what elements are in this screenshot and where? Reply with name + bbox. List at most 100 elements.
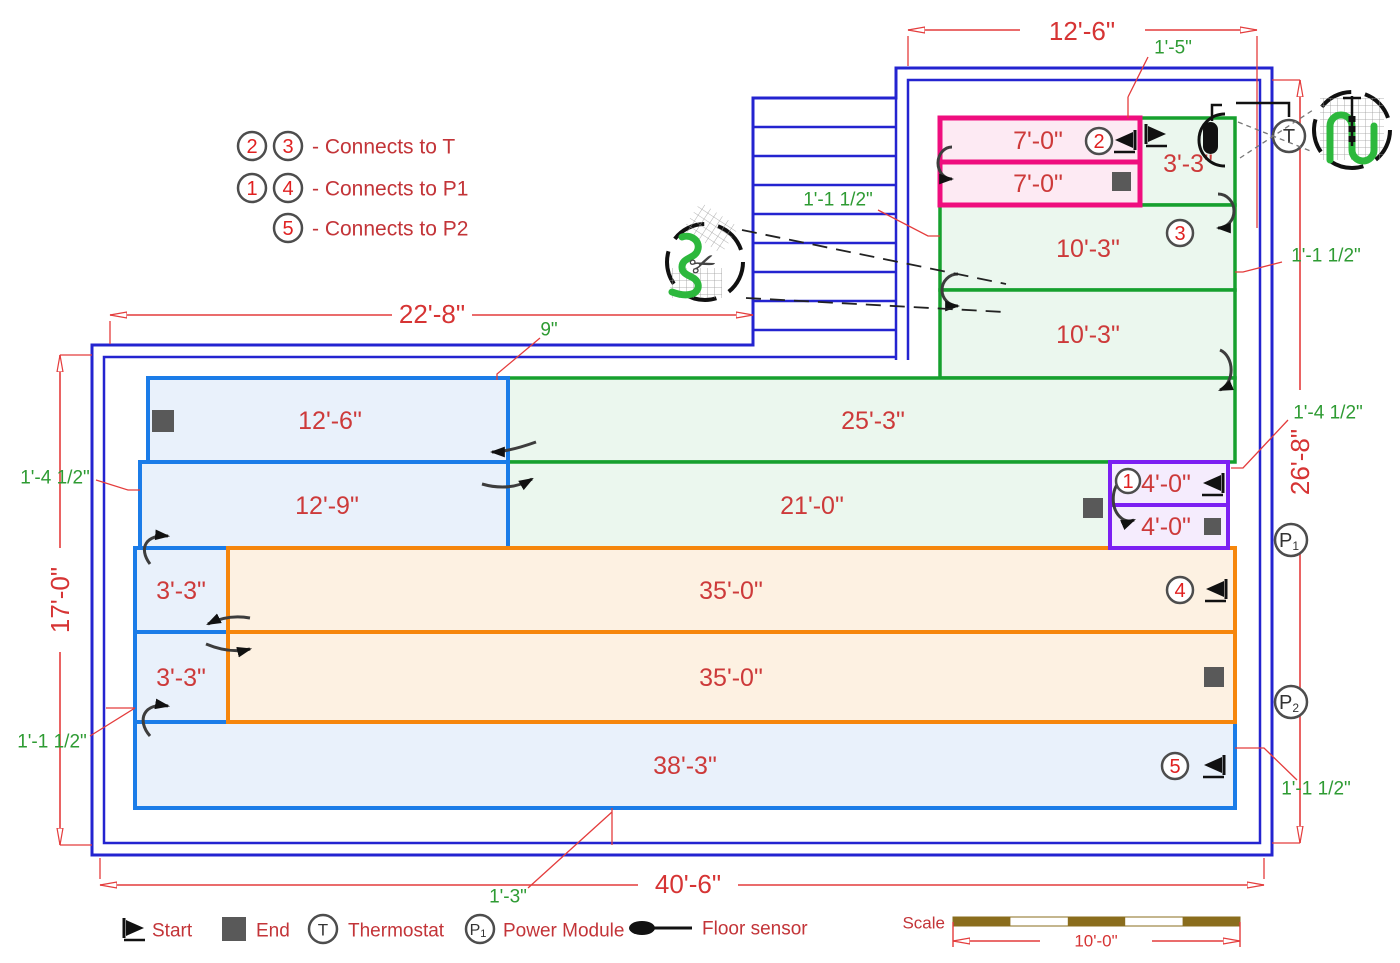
svg-text:3: 3 <box>282 136 293 158</box>
offset-right-gap-lower: 1'-1 1/2" <box>1281 779 1351 800</box>
scale-length: 10'-0" <box>1074 932 1117 951</box>
dimension-lines <box>60 30 1300 885</box>
zone-label-blue-cell2: 3'-3" <box>156 664 206 692</box>
zone-label-blue1: 12'-6" <box>298 407 362 435</box>
legend-top: 2 3 - Connects to T 1 4 - Connects to P1… <box>236 130 468 244</box>
floor-sensor-plan <box>1197 101 1314 168</box>
svg-text:5: 5 <box>282 218 293 240</box>
zone-labels: 7'-0" 7'-0" 3'-3" 10'-3" 10'-3" 25'-3" 2… <box>156 127 1213 780</box>
scale-bar: Scale 10'-0" <box>902 914 1241 951</box>
zone-label-blue2: 12'-9" <box>295 492 359 520</box>
dim-bottom-width: 40'-6" <box>655 869 721 899</box>
zone-label-green2: 10'-3" <box>1056 321 1120 349</box>
dim-upper-width: 22'-8" <box>399 299 465 329</box>
offset-leaders <box>89 56 1298 889</box>
start-end-markers <box>152 122 1228 779</box>
zone-label-blue-cell1: 3'-3" <box>156 577 206 605</box>
svg-text:2: 2 <box>1093 131 1104 153</box>
device-markers: T P1 P2 <box>1271 118 1309 720</box>
zone-blue-row1 <box>146 376 510 464</box>
zone-label-green4: 21'-0" <box>780 492 844 520</box>
dim-left-height: 17'-0" <box>45 567 75 633</box>
zone-blue-row3 <box>133 720 1237 810</box>
svg-text:2: 2 <box>246 136 257 158</box>
circuit-badges: 2 3 1 4 5 <box>1084 126 1195 781</box>
legend-thermostat-icon <box>307 913 339 945</box>
svg-text:5: 5 <box>1169 756 1180 778</box>
zone-orange-row2 <box>226 630 1237 724</box>
svg-text:- Connects to P2: - Connects to P2 <box>312 218 468 241</box>
svg-text:- Connects to P1: - Connects to P1 <box>312 178 468 201</box>
offset-stairs-gap: 1'-1 1/2" <box>803 190 873 211</box>
circuit-badge-3: 3 <box>1165 218 1195 248</box>
zone-label-pink1: 7'-0" <box>1013 127 1063 155</box>
svg-text:1: 1 <box>246 178 257 200</box>
legend-floor-sensor-label: Floor sensor <box>702 919 808 940</box>
zone-label-orange1: 35'-0" <box>699 577 763 605</box>
zone-label-pink2: 7'-0" <box>1013 170 1063 198</box>
svg-text:- Connects to T: - Connects to T <box>312 136 455 159</box>
svg-text:P2: P2 <box>1279 692 1299 715</box>
zone-label-blue3: 38'-3" <box>653 752 717 780</box>
heating-zones <box>133 115 1237 810</box>
zone-orange-row1 <box>226 546 1237 634</box>
svg-text:1: 1 <box>1122 471 1133 493</box>
svg-text:4: 4 <box>282 178 293 200</box>
building-walls <box>90 66 1274 857</box>
circuit-badge-2: 2 <box>1084 126 1114 156</box>
offset-bottom-gap: 1'-3" <box>489 887 527 908</box>
cut-detail-icon: ✂ <box>665 202 745 302</box>
legend-power-module-icon <box>464 913 496 945</box>
offset-left-gap: 1'-4 1/2" <box>20 468 90 489</box>
svg-text:P1: P1 <box>470 922 487 941</box>
legend-top-row3: 5 - Connects to P2 <box>272 212 468 244</box>
legend-bottom: Start End T Thermostat P1 Power Module F… <box>122 913 808 945</box>
legend-top-row1: 2 3 - Connects to T <box>236 130 455 162</box>
svg-text:P1: P1 <box>1279 530 1299 553</box>
zone-label-purple2: 4'-0" <box>1141 513 1191 541</box>
legend-end-label: End <box>256 921 290 942</box>
svg-text:3: 3 <box>1174 223 1185 245</box>
circuit-badge-5: 5 <box>1160 751 1190 781</box>
legend-thermostat-label: Thermostat <box>348 921 445 942</box>
legend-start-icon <box>122 916 147 942</box>
offset-left-gap-lower: 1'-1 1/2" <box>17 732 87 753</box>
mat-detail-icon <box>1312 90 1392 170</box>
legend-end-icon <box>222 917 246 941</box>
offset-top-gap: 1'-5" <box>1154 38 1192 59</box>
zone-green-row3 <box>506 376 1237 464</box>
cut-wire-icon <box>668 232 702 299</box>
offset-nine: 9" <box>540 320 557 341</box>
zone-label-green3: 25'-3" <box>841 407 905 435</box>
end-square-orange-icon <box>1204 667 1224 687</box>
legend-floor-sensor-icon <box>629 921 655 935</box>
zone-label-green-cell: 3'-3" <box>1163 150 1213 178</box>
cut-detail-leaders <box>741 229 1007 313</box>
zone-green-row1 <box>938 203 1237 292</box>
legend-top-row2: 1 4 - Connects to P1 <box>236 172 468 204</box>
mat-turn-arrows <box>141 145 1236 737</box>
end-square-green4-icon <box>1083 498 1103 518</box>
end-square-pink-icon <box>1112 172 1131 191</box>
circuit-badge-4: 4 <box>1165 575 1195 605</box>
zone-label-green1: 10'-3" <box>1056 235 1120 263</box>
offset-right-gap-mid: 1'-4 1/2" <box>1293 403 1363 424</box>
svg-text:T: T <box>318 921 328 940</box>
legend-power-module-label: Power Module <box>503 921 624 942</box>
dim-right-height: 26'-8" <box>1285 429 1315 495</box>
floor-sensor-icon <box>1203 122 1218 154</box>
circuit-badge-1: 1 <box>1114 467 1142 495</box>
end-square-blue1-icon <box>152 410 174 432</box>
offset-right-gap-upper: 1'-1 1/2" <box>1291 246 1361 267</box>
zone-label-orange2: 35'-0" <box>699 664 763 692</box>
stairs <box>753 98 898 360</box>
legend-start-label: Start <box>152 921 193 942</box>
zone-label-purple1: 4'-0" <box>1141 470 1191 498</box>
dim-top-width: 12'-6" <box>1049 16 1115 46</box>
power-module-1-marker: P1 <box>1273 522 1309 558</box>
power-module-2-marker: P2 <box>1273 684 1309 720</box>
svg-text:T: T <box>1283 126 1295 148</box>
scale-label: Scale <box>902 914 945 933</box>
